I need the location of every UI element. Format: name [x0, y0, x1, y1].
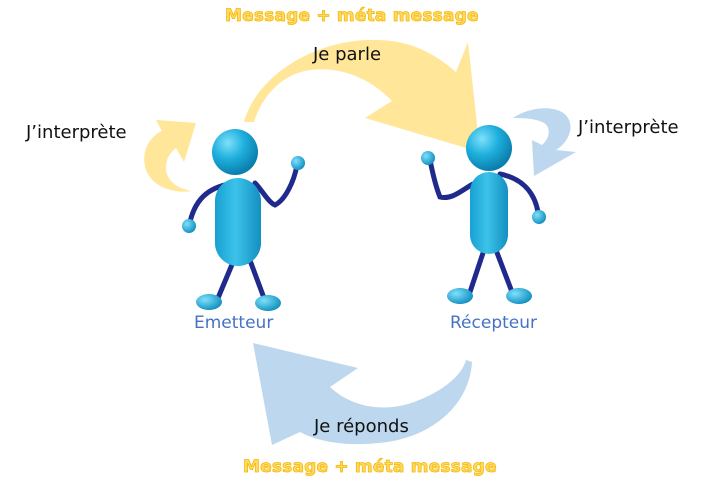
receiver-head [466, 125, 512, 171]
sender-head [212, 129, 258, 175]
right-interpret-arrow [513, 108, 576, 176]
receiver-label: Récepteur [450, 313, 537, 333]
speak-label: Je parle [313, 44, 382, 65]
bottom-meta-message-label: Message + méta message [243, 457, 497, 478]
sender-figure [182, 129, 305, 311]
sender-label: Emetteur [194, 313, 274, 333]
right-interpret-label: J’interprète [578, 117, 679, 138]
receiver-figure [421, 125, 546, 304]
reply-arrow [253, 343, 472, 445]
left-interpret-label: J’interprète [26, 122, 127, 143]
sender-body [215, 178, 261, 266]
reply-label: Je réponds [314, 416, 409, 437]
top-meta-message-label: Message + méta message [225, 6, 479, 27]
receiver-body [470, 172, 508, 254]
speak-arrow [244, 39, 480, 152]
left-interpret-arrow [144, 120, 196, 192]
